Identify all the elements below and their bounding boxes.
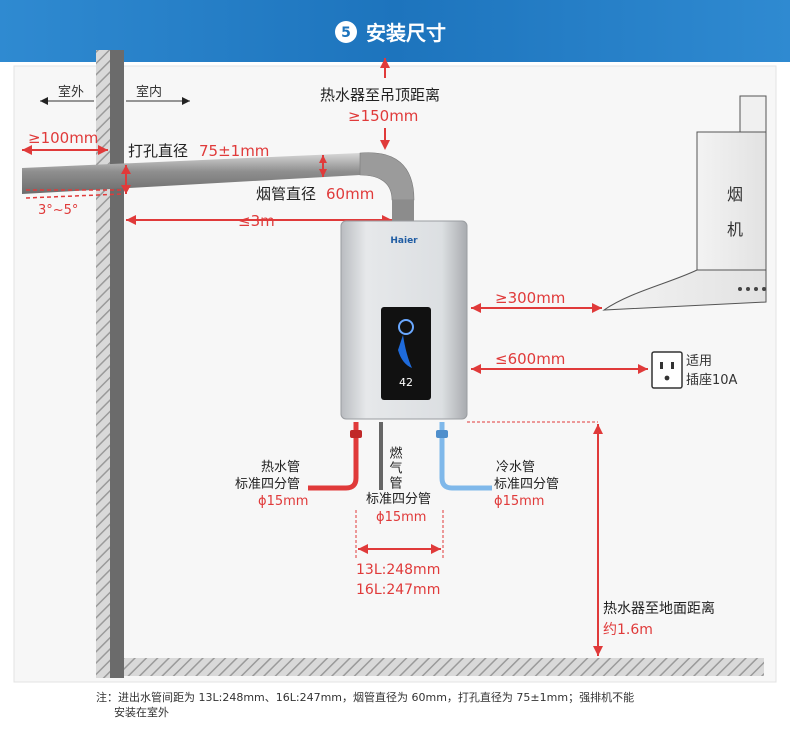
floor	[124, 658, 764, 676]
hot-pipe-label: 热水管	[261, 460, 300, 475]
flue-connector	[392, 200, 414, 222]
installation-note: 注：进出水管间距为 13L:248mm、16L:247mm，烟管直径为 60mm…	[96, 690, 776, 720]
cold-water-pipe	[439, 422, 492, 491]
spacing-13l: 13L:248mm	[356, 562, 440, 578]
outer-wall-hatch	[96, 50, 110, 678]
socket-distance-value: ≤600mm	[495, 350, 565, 368]
hot-pipe-std: 标准四分管	[235, 477, 300, 492]
hot-pipe-diameter: ϕ15mm	[258, 494, 308, 509]
page-title: 安装尺寸	[366, 21, 446, 45]
floor-label: 热水器至地面距离	[603, 600, 715, 617]
step-number: 5	[341, 25, 351, 41]
cold-pipe-diameter: ϕ15mm	[494, 494, 544, 509]
range-hood-canopy	[602, 269, 767, 311]
hood-chimney	[739, 95, 767, 133]
note-line-1: 注：进出水管间距为 13L:248mm、16L:247mm，烟管直径为 60mm…	[96, 691, 635, 704]
outdoor-label: 室外	[58, 84, 84, 100]
heater-brand: Haier	[390, 236, 418, 246]
spacing-16l: 16L:247mm	[356, 582, 440, 598]
socket-label-2: 插座10A	[686, 373, 738, 388]
note-line-2: 安装在室外	[114, 706, 169, 719]
indoor-label: 室内	[136, 84, 162, 100]
header-banner	[0, 0, 790, 62]
gas-pipe-std: 标准四分管	[366, 492, 431, 507]
hole-label: 打孔直径	[128, 142, 188, 160]
socket-icon	[651, 351, 683, 389]
step-badge	[335, 21, 357, 43]
cold-pipe-label: 冷水管	[496, 460, 535, 475]
flue-value: 60mm	[326, 185, 374, 203]
hot-water-pipe	[308, 422, 359, 491]
gas-pipe-label: 燃气管	[387, 445, 403, 491]
display-value: 42	[399, 376, 413, 389]
flue-label: 烟管直径	[256, 185, 316, 203]
flue-pipe	[22, 153, 360, 194]
hood-label-2: 机	[727, 220, 743, 239]
hood-distance-value: ≥300mm	[495, 289, 565, 307]
gas-pipe-diameter: ϕ15mm	[376, 510, 426, 525]
range-hood	[696, 131, 767, 279]
display-flame-icon	[398, 319, 414, 335]
hole-value: 75±1mm	[199, 142, 269, 160]
floor-value: 约1.6m	[603, 622, 653, 638]
display-glow	[398, 335, 412, 368]
slope-value: 3°~5°	[38, 203, 78, 218]
ceiling-value: ≥150mm	[348, 107, 418, 125]
cold-pipe-std: 标准四分管	[494, 477, 559, 492]
wall-distance-value: ≤3m	[238, 212, 275, 230]
socket-label-1: 适用	[686, 354, 712, 369]
hood-label-1: 烟	[727, 185, 743, 204]
ceiling-label: 热水器至吊顶距离	[320, 86, 440, 104]
pipe-out-value: ≥100mm	[28, 129, 98, 147]
wall	[110, 50, 124, 678]
